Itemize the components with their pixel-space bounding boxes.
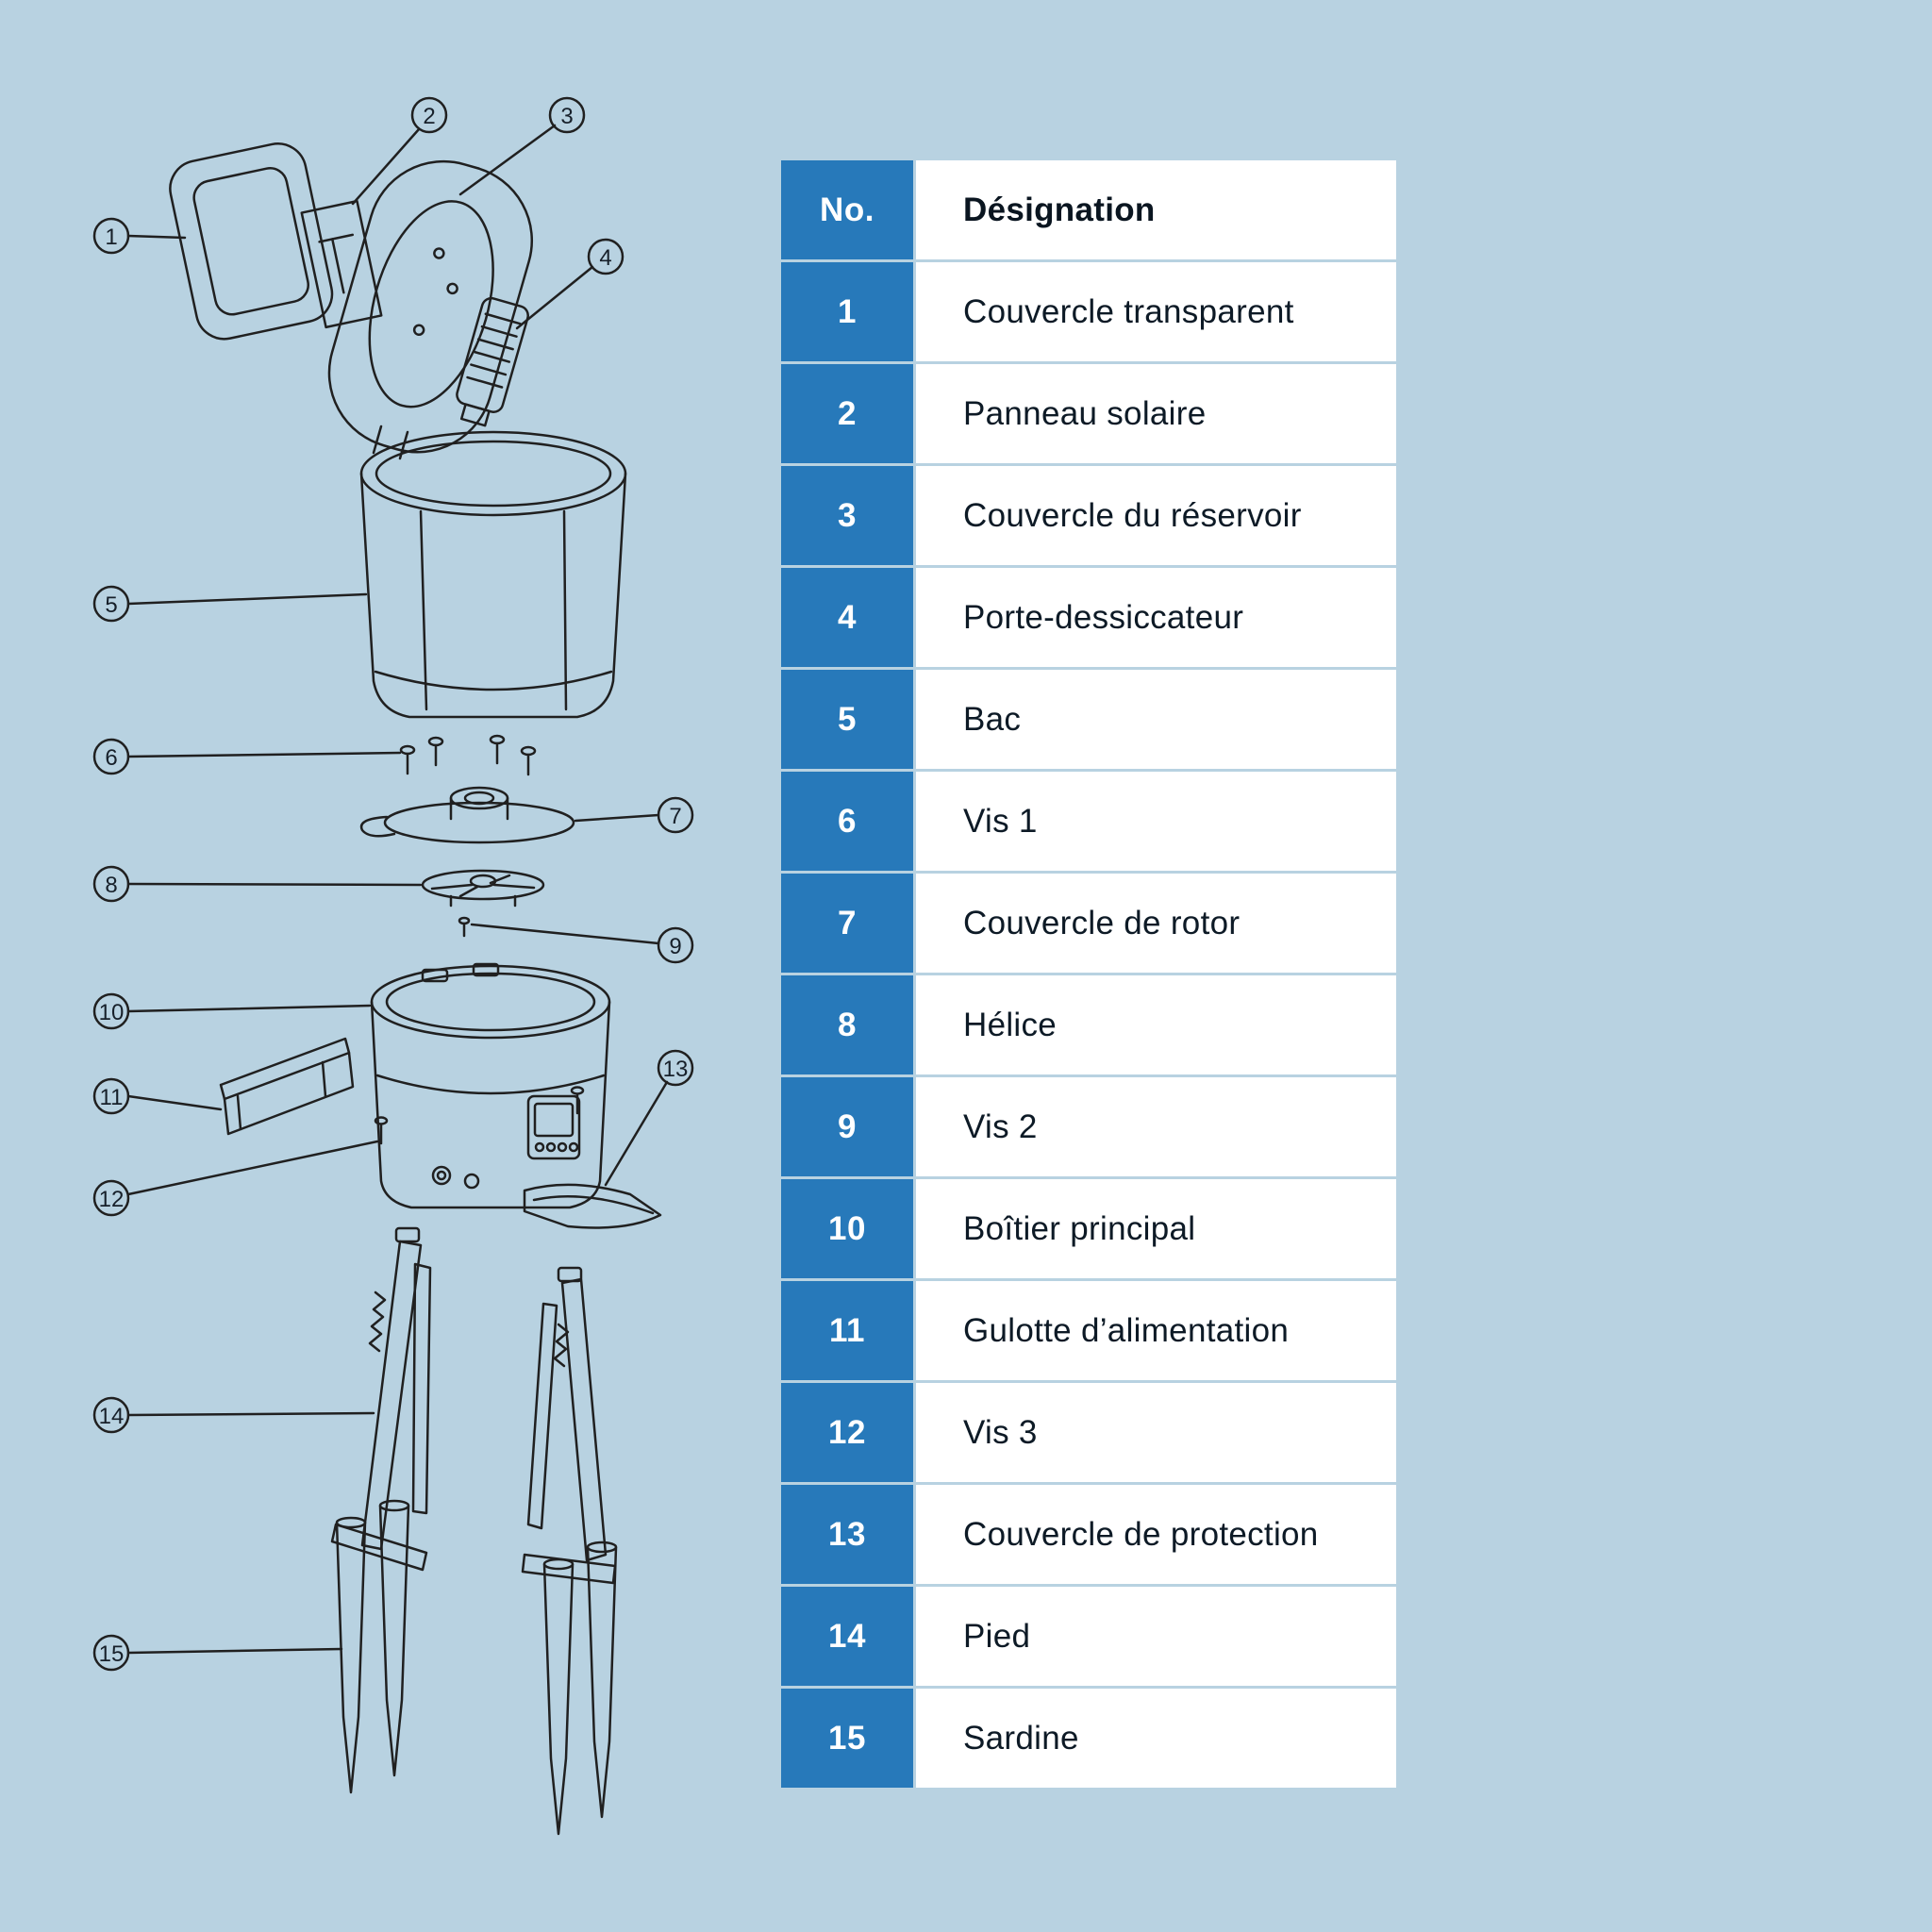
callout-6: 6: [92, 738, 402, 775]
part-designation: Couvercle de protection: [916, 1485, 1396, 1584]
table-row: 10 Boîtier principal: [781, 1179, 1396, 1278]
table-row: 15 Sardine: [781, 1689, 1396, 1788]
callout-number: 9: [669, 934, 681, 959]
part-number: 6: [781, 772, 913, 871]
table-row: 9 Vis 2: [781, 1077, 1396, 1176]
callout-14: 14: [92, 1396, 375, 1434]
part-designation: Bac: [916, 670, 1396, 769]
callout-number: 14: [99, 1404, 125, 1429]
part-number: 10: [781, 1179, 913, 1278]
callout-number: 10: [99, 1000, 125, 1025]
part-number: 5: [781, 670, 913, 769]
part-number: 7: [781, 874, 913, 973]
part-designation: Couvercle du réservoir: [916, 466, 1396, 565]
callout-number: 1: [105, 225, 117, 250]
callout-11: 11: [92, 1077, 223, 1115]
part-sardine: [335, 1499, 618, 1836]
part-designation: Gulotte d’alimentation: [916, 1281, 1396, 1380]
callout-8: 8: [92, 865, 423, 903]
part-porte-dessiccateur: [456, 296, 529, 427]
part-designation: Vis 1: [916, 772, 1396, 871]
callout-number: 11: [100, 1085, 124, 1110]
table-row: 11 Gulotte d’alimentation: [781, 1281, 1396, 1380]
callout-2: 2: [351, 96, 448, 206]
callout-number: 2: [423, 104, 435, 129]
table-row: 13 Couvercle de protection: [781, 1485, 1396, 1584]
part-vis-1: [399, 734, 537, 776]
table-header-designation: Désignation: [916, 160, 1396, 259]
table-row: 5 Bac: [781, 670, 1396, 769]
part-designation: Porte-dessiccateur: [916, 568, 1396, 667]
part-number: 8: [781, 975, 913, 1074]
table-row: 4 Porte-dessiccateur: [781, 568, 1396, 667]
part-panneau-solaire: [300, 199, 383, 329]
callout-number: 3: [560, 104, 573, 129]
part-number: 15: [781, 1689, 913, 1788]
table-row: 6 Vis 1: [781, 772, 1396, 871]
table-row: 3 Couvercle du réservoir: [781, 466, 1396, 565]
part-couvercle-transparent: [169, 142, 334, 341]
callout-1: 1: [92, 217, 187, 255]
callout-number: 15: [99, 1641, 125, 1667]
part-helice: [421, 869, 545, 908]
part-number: 12: [781, 1383, 913, 1482]
part-vis-3: [374, 1086, 585, 1145]
part-number: 14: [781, 1587, 913, 1686]
part-designation: Sardine: [916, 1689, 1396, 1788]
part-vis-2: [458, 916, 471, 938]
part-number: 13: [781, 1485, 913, 1584]
part-bac: [359, 430, 627, 719]
part-couvercle-du-reservoir: [327, 159, 534, 460]
callout-number: 8: [105, 873, 117, 898]
part-number: 4: [781, 568, 913, 667]
callout-9: 9: [470, 923, 694, 964]
part-designation: Couvercle transparent: [916, 262, 1396, 361]
callout-number: 6: [105, 745, 117, 771]
table-header-no: No.: [781, 160, 913, 259]
callout-4: 4: [515, 238, 625, 330]
part-number: 9: [781, 1077, 913, 1176]
table-row: 12 Vis 3: [781, 1383, 1396, 1482]
part-boitier-principal: [370, 962, 611, 1209]
callout-number: 5: [105, 592, 117, 618]
part-number: 3: [781, 466, 913, 565]
part-number: 1: [781, 262, 913, 361]
callout-15: 15: [92, 1634, 343, 1672]
part-number: 2: [781, 364, 913, 463]
callout-number: 13: [663, 1057, 689, 1082]
callout-7: 7: [574, 796, 694, 834]
table-row: 14 Pied: [781, 1587, 1396, 1686]
table-row: 7 Couvercle de rotor: [781, 874, 1396, 973]
part-designation: Pied: [916, 1587, 1396, 1686]
exploded-diagram: 1 2 3 4 5 6 7 8 9 10: [92, 96, 694, 1836]
callout-10: 10: [92, 992, 372, 1030]
part-designation: Couvercle de rotor: [916, 874, 1396, 973]
part-designation: Panneau solaire: [916, 364, 1396, 463]
part-couvercle-de-protection: [523, 1183, 662, 1229]
callout-13: 13: [604, 1049, 694, 1187]
part-gulotte-d-alimentation: [219, 1037, 355, 1136]
table-row: 8 Hélice: [781, 975, 1396, 1074]
callout-number: 4: [599, 245, 611, 271]
part-designation: Hélice: [916, 975, 1396, 1074]
callout-12: 12: [92, 1140, 379, 1217]
callout-5: 5: [92, 585, 368, 623]
parts-table: No. Désignation 1 Couvercle transparent …: [781, 160, 1396, 1790]
part-couvercle-de-rotor: [359, 786, 575, 844]
part-designation: Boîtier principal: [916, 1179, 1396, 1278]
callout-number: 12: [99, 1187, 125, 1212]
part-number: 11: [781, 1281, 913, 1380]
table-row: 1 Couvercle transparent: [781, 262, 1396, 361]
callout-number: 7: [669, 804, 681, 829]
part-designation: Vis 2: [916, 1077, 1396, 1176]
part-pied: [330, 1226, 617, 1585]
table-row: 2 Panneau solaire: [781, 364, 1396, 463]
part-designation: Vis 3: [916, 1383, 1396, 1482]
callout-3: 3: [458, 96, 586, 196]
table-header-row: No. Désignation: [781, 160, 1396, 259]
